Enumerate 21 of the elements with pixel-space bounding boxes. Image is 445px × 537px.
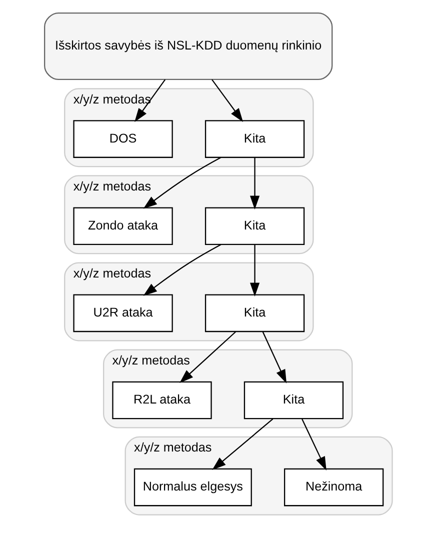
node-box: Kita <box>204 294 304 332</box>
node-box: Normalus elgesys <box>133 468 252 506</box>
node-box: Nežinoma <box>284 468 384 506</box>
arrow <box>212 418 273 470</box>
node-box: Kita <box>204 207 304 246</box>
node-box: Zondo ataka <box>72 207 172 246</box>
arrow <box>211 79 243 122</box>
node-box: DOS <box>72 120 172 158</box>
node-box: Išskirtos savybės iš NSL-KDD duomenų rinkinio <box>44 12 332 80</box>
arrow <box>179 331 236 383</box>
arrow <box>301 418 326 470</box>
arrow <box>134 79 166 122</box>
node-box: Kita <box>243 381 344 420</box>
arrow <box>249 158 260 210</box>
node-box: Kita <box>204 120 304 158</box>
arrow <box>142 156 221 209</box>
arrow <box>249 244 260 297</box>
arrow <box>262 332 286 384</box>
arrow <box>142 244 221 296</box>
node-box: U2R ataka <box>72 294 172 332</box>
node-box: R2L ataka <box>112 381 212 420</box>
